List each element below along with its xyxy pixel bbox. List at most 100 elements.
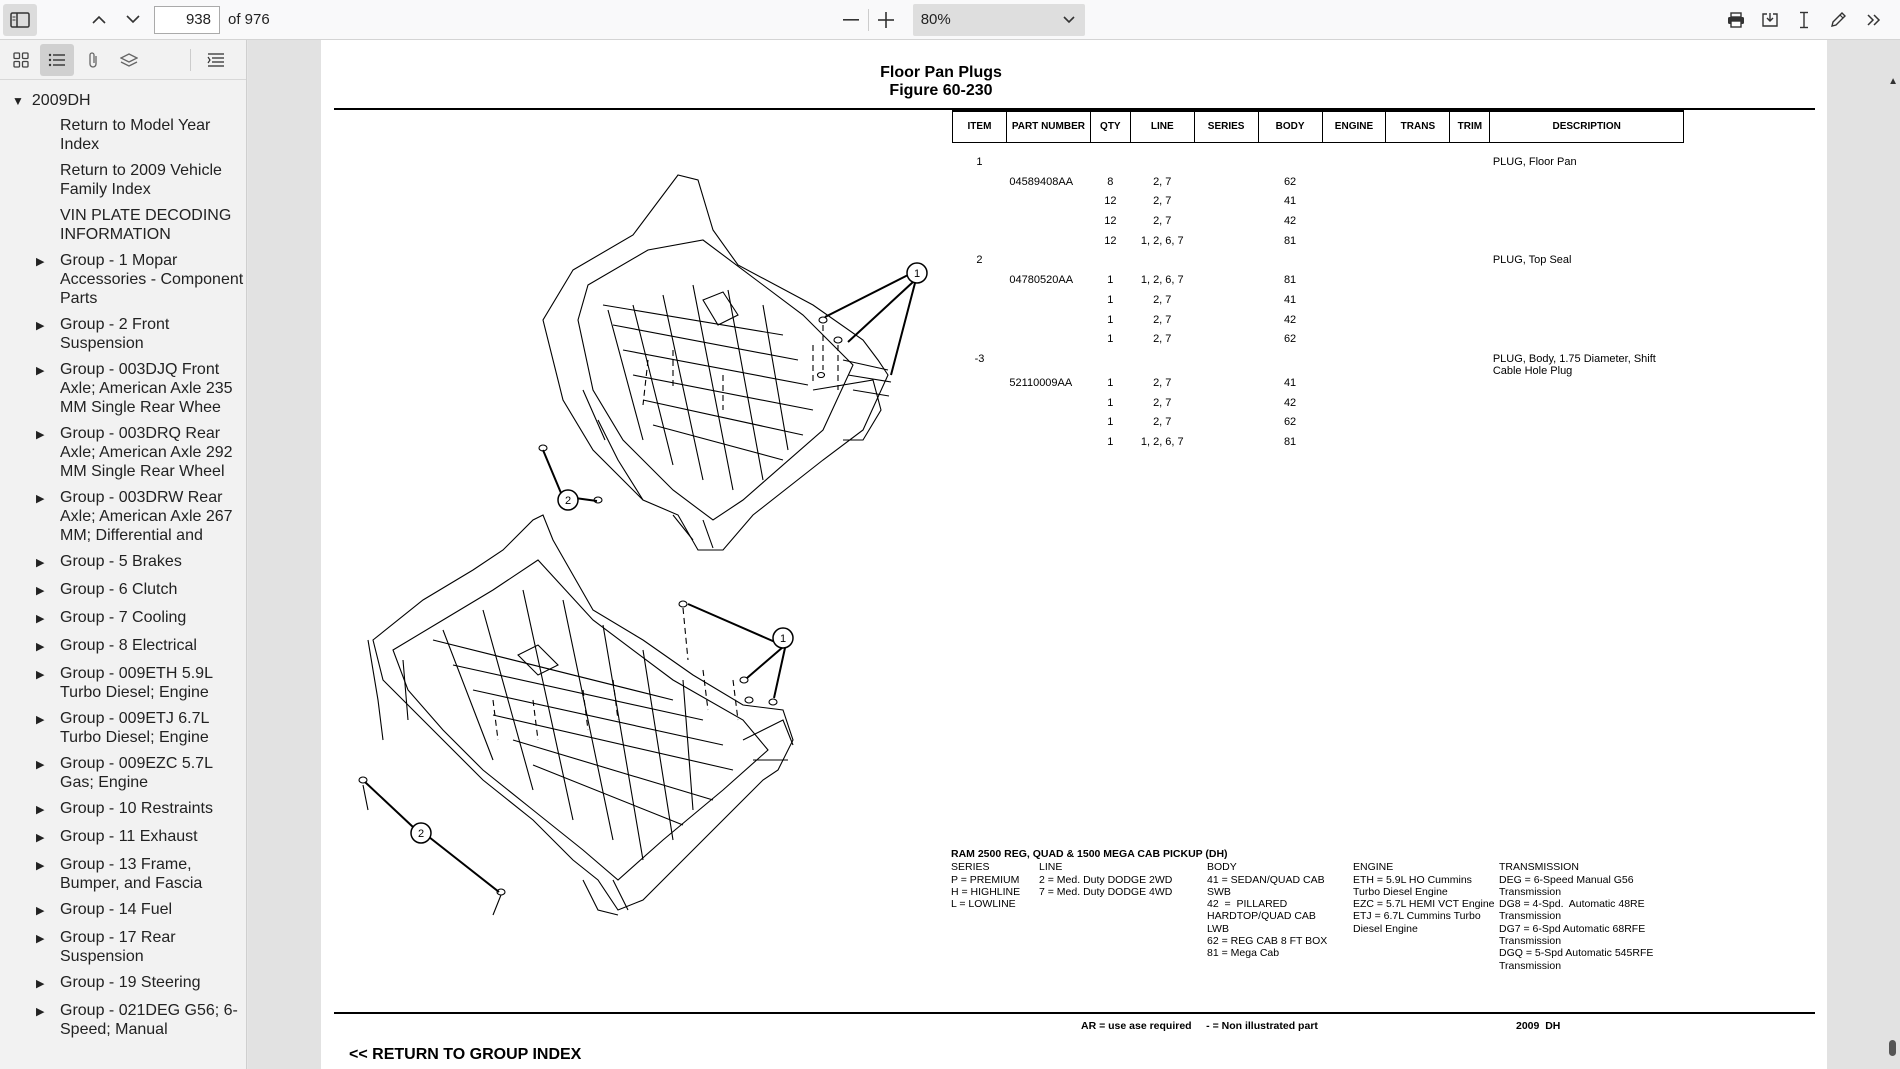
collapsed-triangle-icon[interactable]: ▶ bbox=[36, 669, 45, 681]
attachments-tab[interactable] bbox=[76, 44, 110, 76]
layers-icon bbox=[120, 52, 138, 67]
cell-empty bbox=[1386, 377, 1450, 397]
cell-qty: 1 bbox=[1107, 333, 1114, 346]
collapsed-triangle-icon[interactable]: ▶ bbox=[36, 804, 45, 816]
outline-item[interactable]: ▶Group - 021DEG G56; 6-Speed; Manual bbox=[0, 1001, 246, 1039]
sidebar-toggle-button[interactable] bbox=[3, 3, 37, 36]
cell-desc bbox=[1490, 377, 1684, 397]
cell-part: 04589408AA bbox=[1009, 175, 1074, 188]
collapsed-triangle-icon[interactable]: ▶ bbox=[36, 493, 45, 505]
outline-root[interactable]: ▼ 2009DH bbox=[0, 86, 246, 116]
layers-tab[interactable] bbox=[112, 44, 146, 76]
outline-item[interactable]: ▶Group - 14 Fuel bbox=[0, 900, 246, 921]
outline-options-button[interactable] bbox=[199, 44, 233, 76]
print-button[interactable] bbox=[1719, 4, 1753, 36]
cell-item bbox=[953, 274, 1007, 294]
collapsed-triangle-icon[interactable]: ▶ bbox=[36, 832, 45, 844]
outline-tab[interactable] bbox=[40, 43, 74, 76]
outline-item[interactable]: ▶Group - 11 Exhaust bbox=[0, 827, 246, 848]
outline-item[interactable]: ▶Group - 009ETH 5.9L Turbo Diesel; Engin… bbox=[0, 664, 246, 702]
thumbnails-tab[interactable] bbox=[4, 44, 38, 76]
document-viewer[interactable]: Floor Pan Plugs Figure 60-230 bbox=[248, 40, 1900, 1069]
outline-item[interactable]: ▶Group - 5 Brakes bbox=[0, 552, 246, 573]
collapsed-triangle-icon[interactable]: ▶ bbox=[36, 641, 45, 653]
cell-body: 41 bbox=[1283, 195, 1297, 208]
more-tools-button[interactable] bbox=[1857, 4, 1891, 36]
page-count: of 976 bbox=[228, 11, 270, 28]
collapsed-triangle-icon[interactable]: ▶ bbox=[36, 429, 45, 441]
cell-empty bbox=[1194, 416, 1258, 436]
next-page-button[interactable] bbox=[116, 4, 150, 36]
collapsed-triangle-icon[interactable]: ▶ bbox=[36, 585, 45, 597]
cell-part bbox=[1006, 397, 1090, 417]
previous-page-button[interactable] bbox=[82, 4, 116, 36]
outline-item[interactable]: VIN PLATE DECODING INFORMATION bbox=[0, 206, 246, 244]
outline-item[interactable]: Return to 2009 Vehicle Family Index bbox=[0, 161, 246, 199]
outline-item[interactable]: Return to Model Year Index bbox=[0, 116, 246, 154]
outline-item[interactable]: ▶Group - 2 Front Suspension bbox=[0, 315, 246, 353]
collapsed-triangle-icon[interactable]: ▶ bbox=[36, 613, 45, 625]
page-number-input[interactable] bbox=[154, 5, 220, 34]
collapsed-triangle-icon[interactable]: ▶ bbox=[36, 365, 45, 377]
outline-item[interactable]: ▶Group - 6 Clutch bbox=[0, 580, 246, 601]
scroll-up-arrow[interactable]: ▲ bbox=[1888, 76, 1898, 87]
list-icon bbox=[48, 53, 65, 66]
outline-item[interactable]: ▶Group - 009ETJ 6.7L Turbo Diesel; Engin… bbox=[0, 709, 246, 747]
collapsed-triangle-icon[interactable]: ▶ bbox=[36, 256, 45, 268]
outline-item[interactable]: ▶Group - 003DJQ Front Axle; American Axl… bbox=[0, 360, 246, 417]
scrollbar-thumb[interactable] bbox=[1889, 1040, 1896, 1056]
cell-desc: PLUG, Top Seal bbox=[1492, 254, 1572, 267]
save-button[interactable] bbox=[1753, 4, 1787, 36]
zoom-select[interactable]: 80% bbox=[912, 3, 1085, 36]
cell-empty bbox=[1322, 235, 1386, 255]
collapsed-triangle-icon[interactable]: ▶ bbox=[36, 557, 45, 569]
outline-item[interactable]: ▶Group - 17 Rear Suspension bbox=[0, 928, 246, 966]
outline-item[interactable]: ▶Group - 13 Frame, Bumper, and Fascia bbox=[0, 855, 246, 893]
zoom-in-button[interactable] bbox=[869, 4, 903, 36]
outline-item[interactable]: ▶Group - 10 Restraints bbox=[0, 799, 246, 820]
cell-empty bbox=[1194, 314, 1258, 334]
cell-empty bbox=[1322, 215, 1386, 235]
collapsed-triangle-icon[interactable]: ▶ bbox=[36, 860, 45, 872]
outline-item[interactable]: ▶Group - 19 Steering bbox=[0, 973, 246, 994]
collapsed-triangle-icon[interactable]: ▶ bbox=[36, 759, 45, 771]
cell-line: 2, 7 bbox=[1153, 215, 1172, 228]
collapsed-triangle-icon[interactable]: ▶ bbox=[36, 978, 45, 990]
cell-qty: 1 bbox=[1107, 376, 1114, 389]
cell-empty bbox=[1450, 377, 1490, 397]
cell-empty bbox=[1322, 156, 1386, 176]
draw-tool-button[interactable] bbox=[1821, 4, 1855, 36]
collapsed-triangle-icon[interactable]: ▶ bbox=[36, 1006, 45, 1018]
zoom-out-button[interactable] bbox=[834, 4, 868, 36]
cell-empty bbox=[1322, 195, 1386, 215]
outline-item[interactable]: ▶Group - 003DRW Rear Axle; American Axle… bbox=[0, 488, 246, 545]
expanded-triangle-icon[interactable]: ▼ bbox=[12, 94, 24, 108]
callout-label: 2 bbox=[418, 828, 424, 840]
text-tool-button[interactable] bbox=[1787, 4, 1821, 36]
outline-item-label: Group - 1 Mopar Accessories - Component … bbox=[60, 252, 244, 307]
outline-item[interactable]: ▶ Group - 1 Mopar Accessories - Component… bbox=[0, 251, 246, 308]
cell-empty bbox=[1194, 176, 1258, 196]
cell-empty bbox=[1450, 416, 1490, 436]
cell-empty bbox=[1386, 195, 1450, 215]
cell-empty bbox=[1194, 353, 1258, 377]
outline-item[interactable]: ▶Group - 8 Electrical bbox=[0, 636, 246, 657]
plug-marker bbox=[833, 336, 843, 344]
return-to-group-index-link[interactable]: << RETURN TO GROUP INDEX bbox=[349, 1046, 582, 1063]
cell-qty bbox=[1090, 353, 1130, 377]
outline-item[interactable]: ▶Group - 003DRQ Rear Axle; American Axle… bbox=[0, 424, 246, 481]
cell-empty bbox=[1322, 314, 1386, 334]
cell-body: 81 bbox=[1283, 234, 1297, 247]
collapsed-triangle-icon[interactable]: ▶ bbox=[36, 320, 45, 332]
collapsed-triangle-icon[interactable]: ▶ bbox=[36, 905, 45, 917]
legend-entry: TRANSMISSION bbox=[1499, 861, 1579, 874]
cell-qty: 8 bbox=[1107, 175, 1114, 188]
outline-item[interactable]: ▶Group - 7 Cooling bbox=[0, 608, 246, 629]
collapsed-triangle-icon[interactable]: ▶ bbox=[36, 714, 45, 726]
cell-desc bbox=[1490, 314, 1684, 334]
legend-entry: H = HIGHLINE bbox=[951, 885, 1021, 898]
cell-body: 81 bbox=[1283, 435, 1297, 448]
collapsed-triangle-icon[interactable]: ▶ bbox=[36, 933, 45, 945]
outline-item[interactable]: ▶Group - 009EZC 5.7L Gas; Engine bbox=[0, 754, 246, 792]
